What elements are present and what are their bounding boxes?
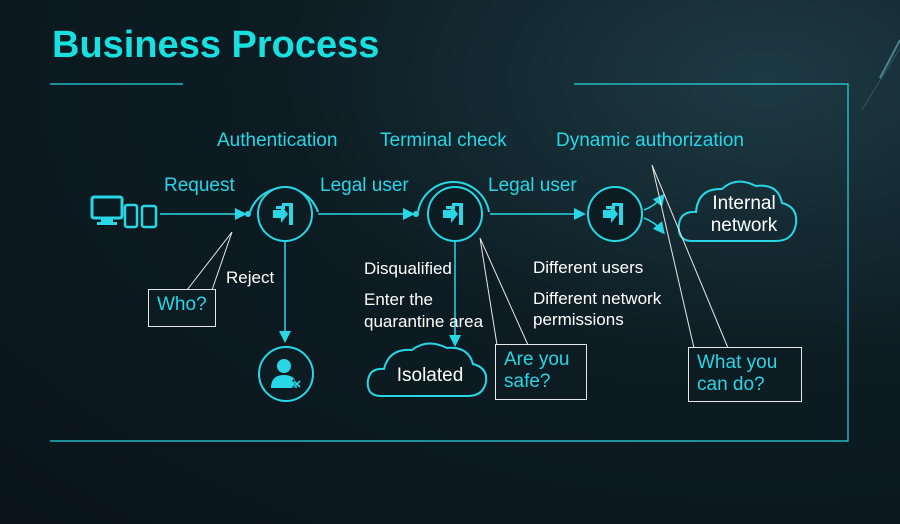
label-permissions-line1: Different network — [533, 289, 662, 308]
label-different-users: Different users — [533, 258, 644, 277]
callout-who: Who? — [148, 289, 216, 327]
who-pointer — [186, 231, 233, 291]
check-arc — [417, 181, 490, 213]
cloud-isolated-label: Isolated — [396, 365, 464, 386]
cloud-icon — [366, 342, 488, 397]
cloud-icon — [677, 180, 798, 242]
safe-pointer — [479, 237, 529, 346]
label-request: Request — [164, 175, 235, 196]
cloud-internal-line1: Internal — [712, 193, 776, 214]
frame-border — [50, 83, 849, 442]
what-pointer — [651, 164, 729, 349]
label-reject: Reject — [226, 268, 275, 287]
internal-arrow-down — [643, 217, 665, 235]
label-legal-user-2: Legal user — [488, 175, 577, 196]
cloud-internal-network-label: Internal network — [696, 193, 792, 237]
stage-authentication: Authentication — [217, 130, 338, 151]
callout-what-line2: can do? — [697, 374, 765, 395]
page-title: Business Process — [52, 24, 380, 66]
callout-what-line1: What you — [697, 352, 778, 373]
stage-dynamic-authorization: Dynamic authorization — [556, 130, 744, 151]
label-permissions-line2: permissions — [533, 310, 624, 329]
dynamic-authorization-node — [587, 186, 643, 242]
label-disqualified: Disqualified — [364, 259, 452, 278]
callout-safe-line2: safe? — [504, 371, 551, 392]
label-legal-user-1: Legal user — [320, 175, 409, 196]
callout-who-text: Who? — [157, 294, 207, 315]
callout-what-can-you-do: What you can do? — [688, 347, 802, 402]
devices-icon — [90, 195, 158, 229]
label-quarantine-line2: quarantine area — [364, 312, 484, 331]
callout-are-you-safe: Are you safe? — [495, 344, 587, 400]
label-quarantine-line1: Enter the — [364, 290, 433, 309]
internal-arrow-up — [643, 193, 665, 211]
stage-terminal-check: Terminal check — [380, 130, 507, 151]
terminal-check-node — [427, 186, 483, 242]
user-reject-icon — [258, 346, 314, 402]
cloud-internal-line2: network — [710, 215, 778, 236]
callout-safe-line1: Are you — [504, 349, 570, 370]
authentication-node — [257, 186, 313, 242]
